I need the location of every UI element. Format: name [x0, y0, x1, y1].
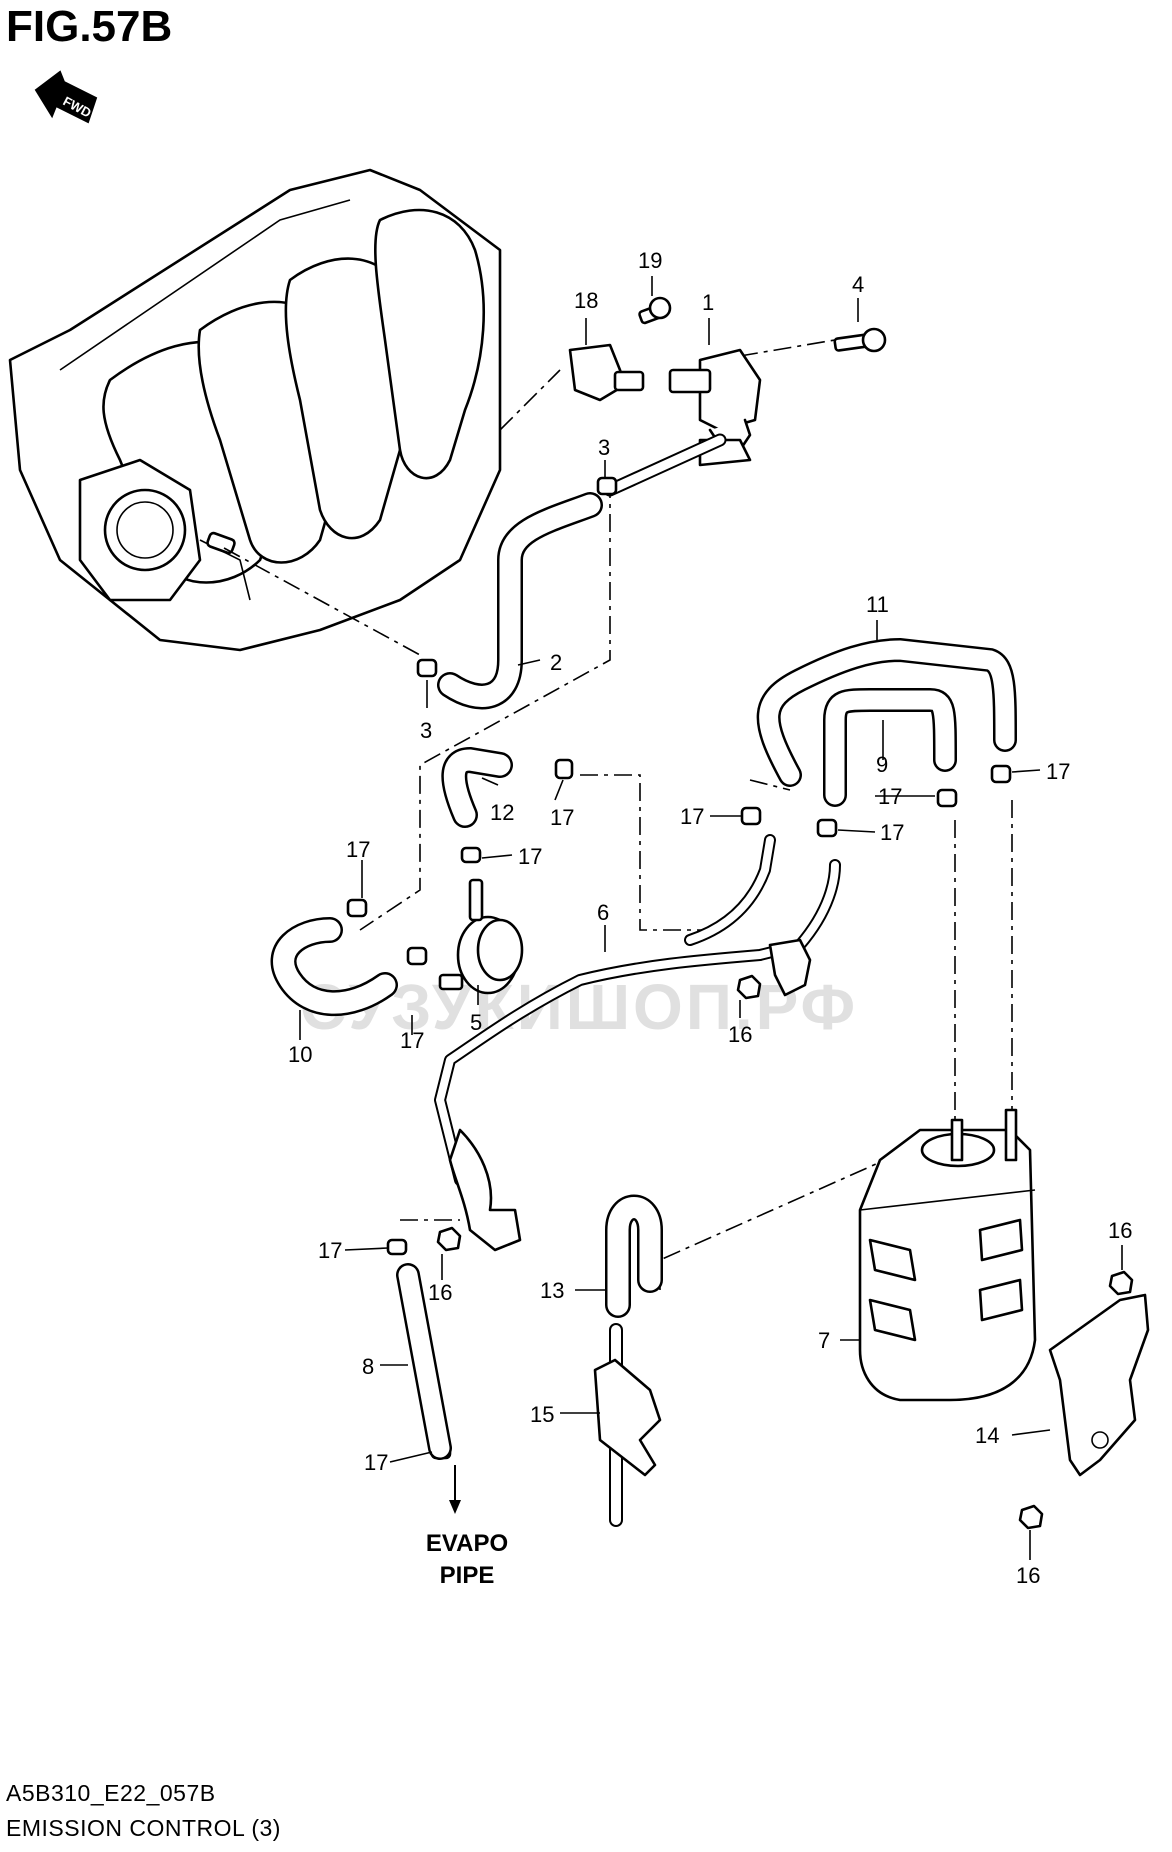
evapo-label-line1: EVAPO — [425, 1530, 509, 1557]
callout-16b: 16 — [428, 1280, 452, 1305]
part-11-hose — [756, 637, 1017, 787]
part-15-pipe — [593, 1323, 662, 1527]
part-6-pipe — [434, 834, 841, 1252]
callout-7: 7 — [818, 1328, 830, 1353]
nut-icons — [436, 974, 1134, 1530]
callout-1: 1 — [702, 290, 714, 315]
callout-17b: 17 — [346, 837, 370, 862]
callout-16d: 16 — [1016, 1563, 1040, 1588]
callout-16c: 16 — [1108, 1218, 1132, 1243]
callout-17g: 17 — [880, 820, 904, 845]
callout-2: 2 — [550, 650, 562, 675]
clamp-icons — [346, 476, 1012, 1460]
callout-18: 18 — [574, 288, 598, 313]
part-7-canister — [858, 1108, 1037, 1402]
callout-3a: 3 — [598, 435, 610, 460]
intake-manifold — [8, 168, 502, 652]
callout-6: 6 — [597, 900, 609, 925]
drawing-code: A5B310_E22_057B — [6, 1780, 216, 1806]
callout-16a: 16 — [728, 1022, 752, 1047]
callout-13: 13 — [540, 1278, 564, 1303]
callout-17d: 17 — [400, 1028, 424, 1053]
fwd-arrow-icon: FWD — [34, 70, 98, 124]
callout-11: 11 — [866, 592, 889, 617]
part-18-sensor — [568, 343, 645, 402]
callout-5: 5 — [470, 1010, 482, 1035]
leader-lines — [299, 276, 1123, 1560]
part-8-hose — [396, 1263, 461, 1514]
callout-19: 19 — [638, 248, 662, 273]
drawing-name: EMISSION CONTROL (3) — [6, 1815, 281, 1841]
callout-9: 9 — [876, 752, 888, 777]
part-10-hose — [270, 917, 398, 1017]
callout-14: 14 — [975, 1423, 999, 1448]
part-4-bolt — [833, 327, 887, 353]
part-9-hose — [823, 688, 957, 807]
callout-17f: 17 — [878, 784, 902, 809]
evapo-label-line2: PIPE — [439, 1562, 495, 1589]
part-19-bolt — [638, 296, 672, 325]
part-13-hose — [605, 1194, 663, 1318]
callout-8: 8 — [362, 1354, 374, 1379]
callout-17e: 17 — [680, 804, 704, 829]
callout-4: 4 — [852, 272, 864, 297]
callout-3b: 3 — [420, 718, 432, 743]
callout-17c: 17 — [518, 844, 542, 869]
part-1-valve — [668, 348, 762, 467]
callout-17j: 17 — [364, 1450, 388, 1475]
callout-17a: 17 — [550, 805, 574, 830]
callout-numbers: 1 2 3 3 4 5 6 7 8 9 10 11 12 13 14 15 16… — [288, 248, 1132, 1588]
callout-15: 15 — [530, 1402, 554, 1427]
part-5-damper — [438, 878, 524, 995]
figure-title: FIG.57B — [6, 2, 173, 51]
callout-12: 12 — [490, 800, 514, 825]
part-12-hose — [441, 746, 513, 828]
callout-10: 10 — [288, 1042, 312, 1067]
callout-17h: 17 — [1046, 759, 1070, 784]
part-2-hose — [437, 433, 727, 710]
callout-17i: 17 — [318, 1238, 342, 1263]
part-14-bracket — [1048, 1293, 1150, 1477]
